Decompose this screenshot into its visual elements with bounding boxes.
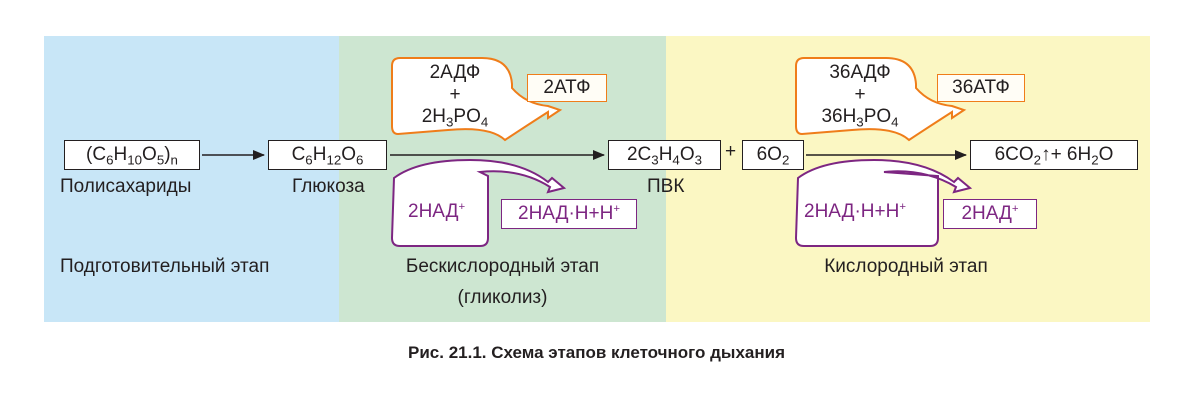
glycolysis-atp-cycle-arrow xyxy=(391,57,563,142)
glycolysis-phosphate-label: 2H3PO4 xyxy=(421,106,489,130)
glycolysis-adp-plus: + xyxy=(449,84,461,105)
anaerobic-stage-sublabel: (гликолиз) xyxy=(457,287,548,308)
pvk-label: ПВК xyxy=(647,176,685,197)
aerobic-atp-box: 36АТФ xyxy=(937,74,1025,102)
polysaccharide-label: Полисахариды xyxy=(60,176,192,197)
aerobic-stage-label: Кислородный этап xyxy=(824,256,988,277)
plus-sign: + xyxy=(725,141,737,162)
aerobic-adp-label: 36АДФ xyxy=(829,62,891,83)
preparatory-stage-zone xyxy=(44,36,339,322)
pvk-formula-box: 2C3H4O3 xyxy=(608,140,721,170)
oxygen-formula-box: 6O2 xyxy=(742,140,804,170)
aerobic-nadh-label: 2НАД·Н+Н+ xyxy=(804,201,906,222)
glycolysis-adp-label: 2АДФ xyxy=(429,62,481,83)
aerobic-adp-plus: + xyxy=(854,84,866,105)
glucose-label: Глюкоза xyxy=(292,176,365,197)
aerobic-nad-cycle-arrow xyxy=(794,158,973,247)
glycolysis-nadh-box: 2НАД·Н+Н+ xyxy=(501,199,637,229)
polysaccharide-formula-box: (C6H10O5)n xyxy=(64,140,200,170)
anaerobic-stage-label: Бескислородный этап xyxy=(405,256,600,277)
glucose-formula-box: C6H12O6 xyxy=(268,140,387,170)
aerobic-nad-box: 2НАД+ xyxy=(943,199,1037,229)
aerobic-atp-cycle-arrow xyxy=(795,57,967,142)
aerobic-phosphate-label: 36H3PO4 xyxy=(821,106,899,130)
figure-caption: Рис. 21.1. Схема этапов клеточного дыхан… xyxy=(408,343,785,362)
preparatory-stage-label: Подготовительный этап xyxy=(60,256,270,277)
glycolysis-atp-box: 2АТФ xyxy=(527,74,607,102)
glycolysis-nad-cycle-arrow xyxy=(390,158,567,247)
products-formula-box: 6CO2↑+ 6H2O xyxy=(970,140,1138,170)
glycolysis-nad-label: 2НАД+ xyxy=(408,201,466,222)
